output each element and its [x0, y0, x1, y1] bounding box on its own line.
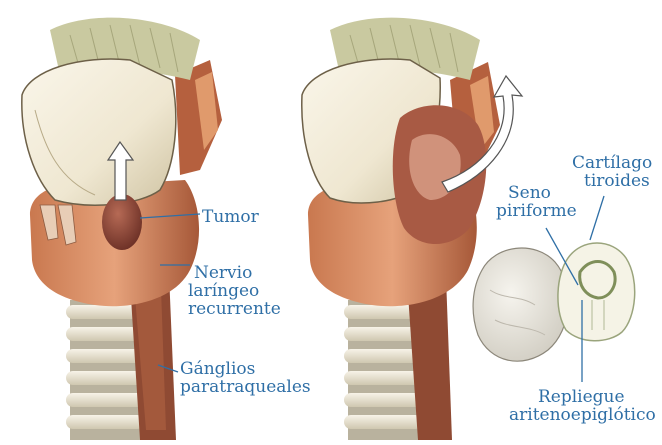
label-nervio-line1: Nervio [194, 263, 252, 283]
cross-section-drawing [473, 243, 635, 361]
label-nervio-line3: recurrente [188, 299, 281, 319]
cartilage-cross-section [558, 243, 635, 341]
label-cartilago-line1: Cartílago [572, 153, 652, 173]
left-tumor [102, 194, 142, 250]
label-seno-line2: piriforme [496, 201, 577, 221]
left-trachea [66, 300, 144, 440]
label-seno-line1: Seno [508, 183, 551, 203]
label-ganglios-line1: Gánglios [180, 359, 255, 379]
left-thyroid-cartilage [22, 59, 176, 205]
label-tumor: Tumor [202, 207, 260, 227]
middle-larynx-drawing [302, 18, 522, 440]
label-repliegue-line2: aritenoepiglótico [509, 405, 656, 425]
label-ganglios-line2: paratraqueales [180, 377, 311, 397]
excised-tumor-specimen [473, 248, 568, 361]
label-cartilago-line2: tiroides [584, 171, 650, 191]
label-repliegue-line1: Repliegue [538, 387, 625, 407]
label-nervio-line2: laríngeo [188, 281, 259, 301]
